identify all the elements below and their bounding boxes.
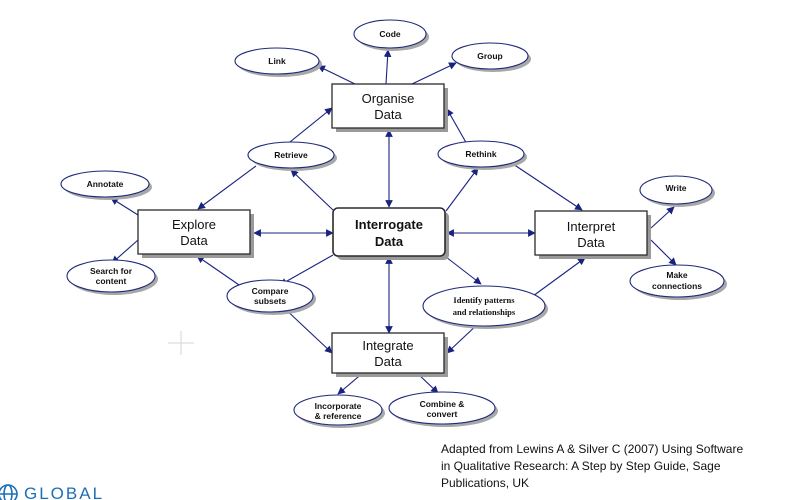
- source-caption-line2: in Qualitative Research: A Step by Step …: [441, 459, 721, 473]
- ellipse-incorporate-line1: Incorporate: [315, 401, 362, 411]
- source-caption: Adapted from Lewins A & Silver C (2007) …: [441, 441, 810, 492]
- box-organise-line1: Organise: [362, 91, 415, 106]
- box-interpret-line1: Interpret: [567, 219, 616, 234]
- arrow-interpret-write: [650, 206, 675, 229]
- arrow-compare-explore: [196, 255, 243, 288]
- ellipse-link: Link: [234, 47, 322, 77]
- ellipse-code-label: Code: [379, 29, 401, 39]
- ellipse-combine-line2: convert: [427, 409, 458, 419]
- ellipse-identify-line2: and relationships: [453, 307, 516, 317]
- arrow-retrieve-explore: [197, 165, 257, 210]
- box-explore-line1: Explore: [172, 217, 216, 232]
- box-organise-line2: Data: [374, 107, 402, 122]
- source-caption-line3: Publications, UK: [441, 476, 530, 490]
- ellipse-combine-line1: Combine &: [420, 399, 465, 409]
- ellipse-compare: Compare subsets: [226, 279, 316, 315]
- arrow-organise-link: [317, 65, 356, 85]
- ellipse-write: Write: [639, 175, 715, 207]
- ellipse-annotate: Annotate: [60, 170, 152, 200]
- box-interpret: Interpret Data: [534, 210, 651, 259]
- box-interrogate: Interrogate Data: [332, 207, 449, 260]
- arrow-explore-annotate: [110, 197, 139, 216]
- ellipse-code: Code: [353, 19, 429, 51]
- ellipse-annotate-label: Annotate: [87, 179, 124, 189]
- ellipse-search-line1: Search for: [90, 266, 133, 276]
- box-explore: Explore Data: [137, 209, 254, 258]
- ellipse-write-label: Write: [665, 183, 686, 193]
- ellipse-compare-line2: subsets: [254, 296, 286, 306]
- arrow-explore-search: [111, 239, 139, 264]
- box-interrogate-line2: Data: [375, 234, 404, 249]
- ellipse-group-label: Group: [477, 51, 503, 61]
- box-integrate-line2: Data: [374, 354, 402, 369]
- ellipse-make-connections-line1: Make: [666, 270, 688, 280]
- arrow-rethink-interpret: [509, 161, 583, 211]
- ellipse-rethink-label: Rethink: [465, 149, 496, 159]
- global-logo-text: GLOBAL: [24, 484, 104, 500]
- ellipse-identify-line1: Identify patterns: [453, 295, 515, 305]
- arrow-retrieve-organise: [284, 107, 333, 147]
- arrow-interrogate-identify: [445, 256, 482, 285]
- arrow-identify-interpret: [532, 257, 586, 297]
- crosshair-mark: [168, 331, 194, 355]
- ellipse-incorporate-line2: & reference: [315, 411, 362, 421]
- arrow-compare-integrate: [281, 305, 333, 354]
- arrow-rethink-organise: [446, 108, 469, 147]
- source-caption-line1: Adapted from Lewins A & Silver C (2007) …: [441, 442, 744, 456]
- box-explore-line2: Data: [180, 233, 208, 248]
- box-interrogate-line1: Interrogate: [355, 217, 423, 232]
- ellipse-retrieve-label: Retrieve: [274, 150, 308, 160]
- ellipse-search: Search for content: [66, 259, 158, 295]
- global-logo: GLOBAL: [0, 484, 104, 500]
- globe-icon: [0, 484, 18, 500]
- ellipse-rethink: Rethink: [437, 140, 527, 170]
- ellipse-combine: Combine & convert: [388, 391, 498, 427]
- ellipse-make-connections: Make connections: [629, 264, 727, 300]
- arrow-interpret-connections: [650, 239, 677, 266]
- ellipse-retrieve: Retrieve: [247, 141, 337, 171]
- ellipse-identify: Identify patterns and relationships: [422, 285, 548, 329]
- arrow-interrogate-retrieve: [290, 169, 334, 211]
- box-integrate: Integrate Data: [331, 332, 448, 377]
- ellipse-link-label: Link: [268, 56, 286, 66]
- ellipse-incorporate: Incorporate & reference: [293, 394, 385, 428]
- box-interpret-line2: Data: [577, 235, 605, 250]
- box-integrate-line1: Integrate: [362, 338, 413, 353]
- connectors: [110, 49, 677, 395]
- ellipse-search-line2: content: [96, 276, 127, 286]
- ellipse-make-connections-line2: connections: [652, 281, 702, 291]
- arrow-organise-code: [383, 49, 392, 85]
- ellipse-compare-line1: Compare: [252, 286, 289, 296]
- ellipse-group: Group: [451, 42, 531, 72]
- arrow-interrogate-rethink: [445, 167, 479, 212]
- box-organise: Organise Data: [331, 83, 448, 132]
- arrow-interrogate-compare: [279, 254, 334, 286]
- arrow-organise-group: [411, 62, 457, 85]
